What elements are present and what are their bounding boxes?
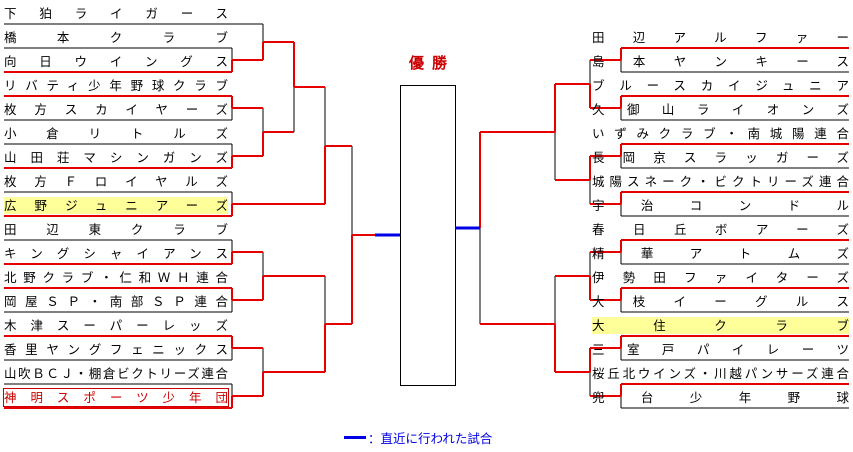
team-name: 北野クラブ・仁和ＷＨ連合 (4, 270, 228, 285)
team-name: 向日ウイングス (4, 54, 228, 69)
team-name: 岡屋ＳＰ・南部ＳＰ連合 (4, 294, 228, 309)
team-name: 香里ヤングフェニックス (4, 342, 228, 357)
team-name: 兜台少年野球 (592, 390, 849, 405)
team-name: 宇治コンドル (592, 198, 849, 213)
team-name: 枚方Ｆロイヤルズ (4, 174, 228, 189)
team-name: 枚方スカイヤーズ (4, 102, 228, 117)
team-name: 桜丘北ウインズ・川越パンサーズ連合 (592, 366, 849, 381)
team-name: 山吹ＢＣＪ・棚倉ビクトリーズ連合 (4, 366, 228, 381)
team-name: 田辺東クラブ (4, 222, 228, 237)
team-name: 城陽スネーク・ビクトリーズ連合 (592, 174, 849, 189)
team-name: 島本ヤンキース (592, 54, 849, 69)
team-name: ブルースカイジュニア (592, 78, 849, 93)
team-name-highlighted: 大住クラブ (592, 317, 849, 334)
team-name: 下狛ライガース (4, 6, 228, 21)
legend: ：直近に行われた試合 (344, 428, 492, 447)
team-name-highlighted: 広野ジュニアーズ (4, 197, 228, 214)
team-name: 橋本クラブ (4, 30, 228, 45)
legend-text: ：直近に行われた試合 (368, 431, 493, 446)
team-name-champion: 神明スポーツ少年団 (3, 388, 229, 407)
team-name: 大枝イーグルス (592, 294, 849, 309)
recent-match-line-icon (344, 436, 366, 439)
team-name: 伊勢田ファイターズ (592, 270, 849, 285)
team-name: キングシャイアンス (4, 246, 228, 261)
team-name: 三室戸パイレーツ (592, 342, 849, 357)
team-name: 小倉リトルズ (4, 126, 228, 141)
team-name: 長岡京スラッガーズ (592, 150, 849, 165)
team-name: 春日丘ボアーズ (592, 222, 849, 237)
team-name: 山田荘マシンガンズ (4, 150, 228, 165)
team-name: 精華アトムズ (592, 246, 849, 261)
team-name: 木津スーパーレッズ (4, 318, 228, 333)
champion-label: 優勝 (408, 54, 455, 72)
team-name: 久御山ライオンズ (592, 102, 849, 117)
team-name: 田辺アルファー (592, 30, 849, 45)
team-name: リバティ少年野球クラブ (4, 78, 228, 93)
team-name: いずみクラブ・南城陽連合 (592, 126, 849, 141)
